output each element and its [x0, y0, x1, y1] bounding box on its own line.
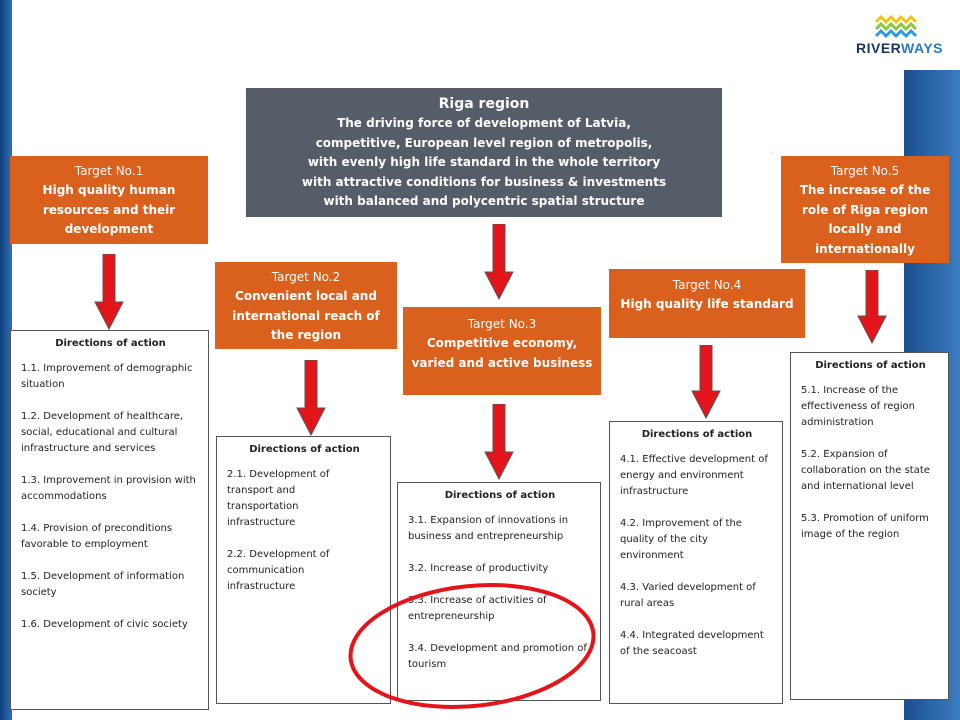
- target-name-line: international reach of: [232, 308, 380, 323]
- target-name-line: resources and their: [42, 202, 176, 217]
- logo-text-main: RIVER: [856, 40, 902, 56]
- arrow-down-icon: [857, 270, 887, 344]
- directions-box-3: Directions of action 3.1. Expansion of i…: [397, 482, 601, 701]
- target-name-line: varied and active business: [411, 355, 593, 370]
- direction-item: 1.6. Development of civic society: [21, 619, 188, 630]
- target-name-line: Convenient local and: [235, 289, 377, 303]
- target-name-line: internationally: [815, 241, 915, 256]
- directions-title: Directions of action: [815, 360, 926, 371]
- directions-title: Directions of action: [55, 338, 166, 349]
- logo-wordmark: RIVERWAYS: [856, 40, 943, 56]
- direction-item: 5.2. Expansion of collaboration on the s…: [801, 449, 930, 492]
- target-2-box: Target No.2 Convenient local and interna…: [215, 262, 397, 349]
- header-line: with evenly high life standard in the wh…: [307, 155, 661, 169]
- direction-item: 1.5. Development of information society: [21, 571, 185, 598]
- target-number: Target No.2: [271, 270, 341, 284]
- target-number: Target No.4: [672, 278, 742, 292]
- direction-item: 1.1. Improvement of demographic situatio…: [21, 363, 193, 390]
- direction-item: 3.4. Development and promotion of touris…: [408, 643, 587, 670]
- arrow-down-icon: [296, 360, 326, 436]
- arrow-down-icon: [484, 404, 514, 480]
- target-1-box: Target No.1 High quality human resources…: [10, 156, 208, 244]
- direction-item: 5.1. Increase of the effectiveness of re…: [801, 385, 915, 428]
- direction-item: 4.2. Improvement of the quality of the c…: [620, 518, 742, 561]
- header-line: with attractive conditions for business …: [301, 174, 667, 189]
- direction-item: 3.1. Expansion of innovations in busines…: [408, 515, 569, 542]
- direction-item: 1.4. Provision of preconditions favorabl…: [21, 523, 173, 550]
- direction-item: 2.1. Development of transport and transp…: [227, 469, 330, 528]
- target-number: Target No.5: [830, 164, 900, 178]
- header-line: The driving force of development of Latv…: [337, 116, 631, 130]
- target-5-box: Target No.5 The increase of the role of …: [781, 156, 949, 263]
- direction-item: 3.3. Increase of activities of entrepren…: [408, 595, 547, 622]
- direction-item: 1.2. Development of healthcare, social, …: [21, 411, 184, 454]
- target-name-line: Competitive economy,: [426, 336, 578, 350]
- target-name-line: locally and: [828, 222, 902, 236]
- direction-item: 3.2. Increase of productivity: [408, 563, 549, 574]
- target-name-line: the region: [270, 328, 342, 342]
- directions-box-1: Directions of action 1.1. Improvement of…: [10, 330, 209, 710]
- direction-item: 2.2. Development of communication infras…: [227, 549, 330, 592]
- arrow-down-icon: [484, 224, 514, 300]
- header-line: competitive, European level region of me…: [315, 135, 653, 150]
- target-number: Target No.1: [74, 164, 144, 178]
- direction-item: 1.3. Improvement in provision with accom…: [21, 475, 196, 502]
- riga-region-header: Riga region The driving force of develop…: [246, 88, 722, 217]
- target-3-box: Target No.3 Competitive economy, varied …: [403, 307, 601, 395]
- target-4-box: Target No.4 High quality life standard: [609, 269, 805, 338]
- header-title: Riga region: [438, 96, 530, 112]
- directions-box-2: Directions of action 2.1. Development of…: [216, 436, 391, 704]
- arrow-down-icon: [94, 254, 124, 330]
- directions-box-4: Directions of action 4.1. Effective deve…: [609, 421, 783, 704]
- direction-item: 4.1. Effective development of energy and…: [620, 454, 768, 497]
- target-name-line: development: [64, 222, 154, 236]
- left-accent-bar: [0, 0, 12, 720]
- directions-title: Directions of action: [444, 490, 556, 501]
- direction-item: 4.4. Integrated development of the seaco…: [620, 630, 764, 657]
- direction-item: 4.3. Varied development of rural areas: [620, 582, 756, 609]
- directions-title: Directions of action: [641, 429, 753, 440]
- logo-text-accent: WAYS: [901, 40, 943, 56]
- direction-item: 5.3. Promotion of uniform image of the r…: [801, 513, 929, 540]
- header-line: with balanced and polycentric spatial st…: [323, 194, 645, 208]
- target-name-line: The increase of the: [799, 183, 931, 197]
- directions-title: Directions of action: [249, 444, 360, 455]
- target-name-line: High quality human: [42, 183, 176, 197]
- riverways-logo-icon: [874, 14, 918, 39]
- target-name-line: role of Riga region: [802, 202, 928, 217]
- directions-box-5: Directions of action 5.1. Increase of th…: [790, 352, 949, 700]
- target-name-line: High quality life standard: [620, 297, 794, 311]
- arrow-down-icon: [691, 345, 721, 419]
- target-number: Target No.3: [467, 317, 537, 331]
